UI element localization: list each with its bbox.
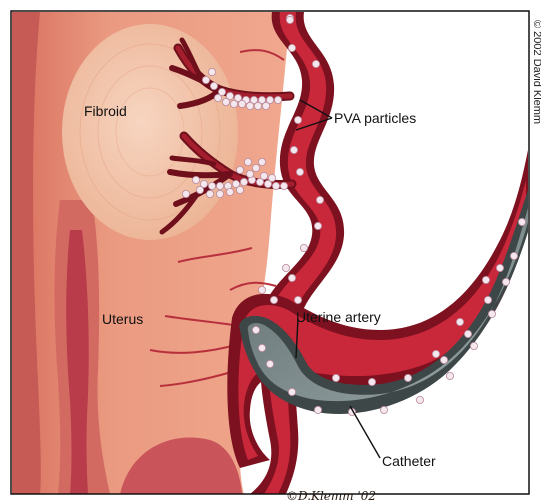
pva-particle-icon bbox=[288, 44, 295, 51]
pva-particle-icon bbox=[290, 146, 297, 153]
pva-particle-icon bbox=[258, 344, 265, 351]
pva-particle-icon bbox=[210, 82, 217, 89]
pva-particle-icon bbox=[268, 174, 275, 181]
pva-particle-icon bbox=[464, 330, 471, 337]
pva-particle-icon bbox=[230, 100, 237, 107]
pva-particle-icon bbox=[208, 68, 215, 75]
pva-particle-icon bbox=[206, 190, 213, 197]
pva-particle-icon bbox=[296, 168, 303, 175]
pva-particle-icon bbox=[416, 396, 423, 403]
pva-particle-icon bbox=[484, 296, 491, 303]
pva-particle-icon bbox=[258, 158, 265, 165]
pva-particle-icon bbox=[236, 166, 243, 173]
pva-particle-icon bbox=[222, 98, 229, 105]
pva-particle-icon bbox=[236, 186, 243, 193]
pva-particle-icon bbox=[226, 188, 233, 195]
copyright-text: © 2002 David Klemm bbox=[531, 20, 541, 124]
pva-particle-icon bbox=[202, 76, 209, 83]
pva-particle-icon bbox=[216, 190, 223, 197]
label-pva-particles: PVA particles bbox=[334, 110, 416, 126]
pva-particle-icon bbox=[316, 196, 323, 203]
label-uterine-artery: Uterine artery bbox=[296, 309, 381, 325]
pva-particle-icon bbox=[266, 360, 273, 367]
pva-particle-icon bbox=[502, 278, 509, 285]
pva-particle-icon bbox=[332, 374, 339, 381]
pva-particle-icon bbox=[288, 274, 295, 281]
pva-particle-icon bbox=[214, 94, 221, 101]
pva-particle-icon bbox=[252, 164, 259, 171]
pva-particle-icon bbox=[270, 296, 277, 303]
pva-particle-icon bbox=[182, 190, 189, 197]
pva-particle-icon bbox=[246, 102, 253, 109]
pva-particle-icon bbox=[440, 356, 447, 363]
pva-particle-icon bbox=[300, 244, 307, 251]
pva-particle-icon bbox=[482, 276, 489, 283]
pva-particle-icon bbox=[404, 374, 411, 381]
pva-particle-icon bbox=[280, 182, 287, 189]
label-uterus: Uterus bbox=[102, 311, 143, 327]
pva-particle-icon bbox=[456, 318, 463, 325]
pva-particle-icon bbox=[294, 296, 301, 303]
pva-particle-icon bbox=[272, 182, 279, 189]
pva-particle-icon bbox=[196, 186, 203, 193]
pva-particle-icon bbox=[288, 388, 295, 395]
pva-particle-icon bbox=[258, 286, 265, 293]
pva-particle-icon bbox=[510, 252, 517, 259]
pva-particle-icon bbox=[244, 158, 251, 165]
pva-particle-icon bbox=[282, 264, 289, 271]
pva-particle-icon bbox=[314, 222, 321, 229]
artist-signature: ©D.Klemm '02 bbox=[286, 489, 376, 503]
pva-particle-icon bbox=[274, 96, 281, 103]
pva-particle-icon bbox=[432, 350, 439, 357]
label-fibroid: Fibroid bbox=[84, 103, 127, 119]
pva-particle-icon bbox=[518, 218, 525, 225]
pva-particle-icon bbox=[238, 100, 245, 107]
pva-particle-icon bbox=[252, 326, 259, 333]
pva-particle-icon bbox=[368, 378, 375, 385]
pva-particle-icon bbox=[488, 310, 495, 317]
pva-particle-icon bbox=[312, 60, 319, 67]
pva-particle-icon bbox=[260, 172, 267, 179]
pva-particle-icon bbox=[254, 102, 261, 109]
pva-particle-icon bbox=[496, 264, 503, 271]
pva-particle-icon bbox=[216, 182, 223, 189]
pva-particle-icon bbox=[314, 406, 321, 413]
pva-particle-icon bbox=[246, 170, 253, 177]
pva-particle-icon bbox=[192, 176, 199, 183]
pva-particle-icon bbox=[294, 116, 301, 123]
fibroid bbox=[62, 24, 238, 240]
pva-particle-icon bbox=[446, 372, 453, 379]
pva-particle-icon bbox=[262, 102, 269, 109]
pva-particle-icon bbox=[380, 406, 387, 413]
pva-particle-icon bbox=[240, 178, 247, 185]
pva-particle-icon bbox=[470, 342, 477, 349]
pva-particle-icon bbox=[208, 182, 215, 189]
label-catheter: Catheter bbox=[382, 453, 436, 469]
pva-particle-icon bbox=[286, 16, 293, 23]
